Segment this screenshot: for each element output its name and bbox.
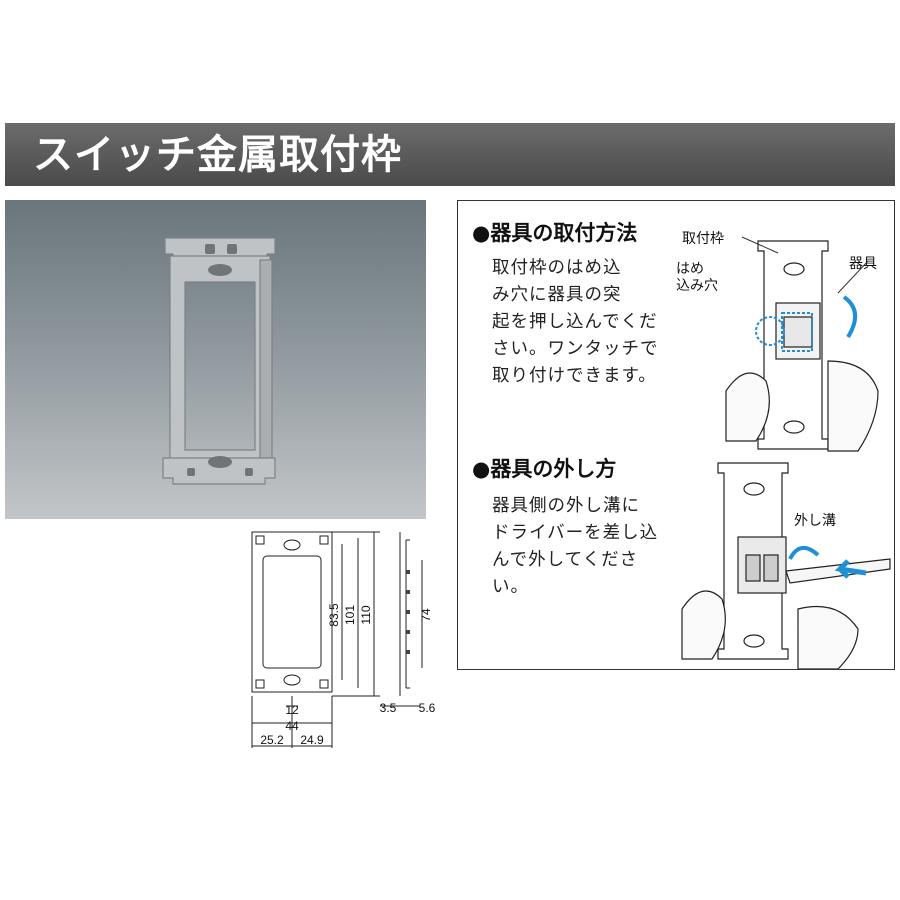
dim-83-5: 83.5 [327, 603, 341, 627]
remove-line: んで外してくださ [492, 550, 639, 570]
dim-12: 12 [285, 703, 299, 717]
install-line: み穴に器具の突 [492, 285, 622, 305]
remove-illustration [681, 462, 891, 669]
install-line: 取付枠のはめ込 [492, 258, 622, 278]
instruction-panel: ●器具の取付方法 取付枠のはめ込 み穴に器具の突 起を押し込んでくだ さい。ワン… [457, 200, 895, 670]
dim-3-5: 3.5 [380, 701, 397, 715]
arrow-icon [842, 295, 857, 339]
arrow-icon [834, 559, 867, 579]
label-hole-line: はめ [676, 261, 704, 277]
install-text: 取付枠のはめ込 み穴に器具の突 起を押し込んでくだ さい。ワンタッチで 取り付け… [492, 255, 659, 390]
dim-25-2: 25.2 [260, 733, 284, 747]
dim-24-9: 24.9 [300, 733, 324, 747]
label-device: 器具 [849, 256, 877, 272]
dim-110: 110 [359, 605, 373, 624]
install-line: さい。ワンタッチで [492, 339, 659, 359]
metal-frame-image [162, 237, 276, 485]
remove-text: 器具側の外し溝に ドライバーを差し込 んで外してくださ い。 [492, 493, 658, 601]
dim-101: 101 [343, 605, 357, 625]
label-groove: 外し溝 [794, 513, 836, 529]
label-hole-line: 込み穴 [676, 278, 718, 294]
remove-line: い。 [492, 577, 529, 597]
dimension-drawing: 83.5 101 110 74 12 44 25.2 24.9 3.5 5.6 [251, 531, 436, 748]
install-illustration [725, 236, 879, 452]
install-line: 起を押し込んでくだ [492, 312, 658, 332]
dim-74: 74 [419, 608, 433, 622]
install-line: 取り付けできます。 [492, 366, 657, 386]
product-photo [5, 200, 426, 519]
remove-line: ドライバーを差し込 [492, 523, 659, 543]
page-title: スイッチ金属取付枠 [33, 132, 402, 178]
dim-5-6: 5.6 [419, 701, 436, 715]
title-bar: スイッチ金属取付枠 [5, 123, 895, 186]
label-frame: 取付枠 [682, 231, 724, 247]
install-heading: ●器具の取付方法 [472, 221, 638, 245]
remove-line: 器具側の外し溝に [492, 496, 640, 516]
label-hole: はめ 込み穴 [676, 261, 718, 295]
remove-heading: ●器具の外し方 [472, 457, 617, 481]
dim-44: 44 [285, 719, 299, 733]
